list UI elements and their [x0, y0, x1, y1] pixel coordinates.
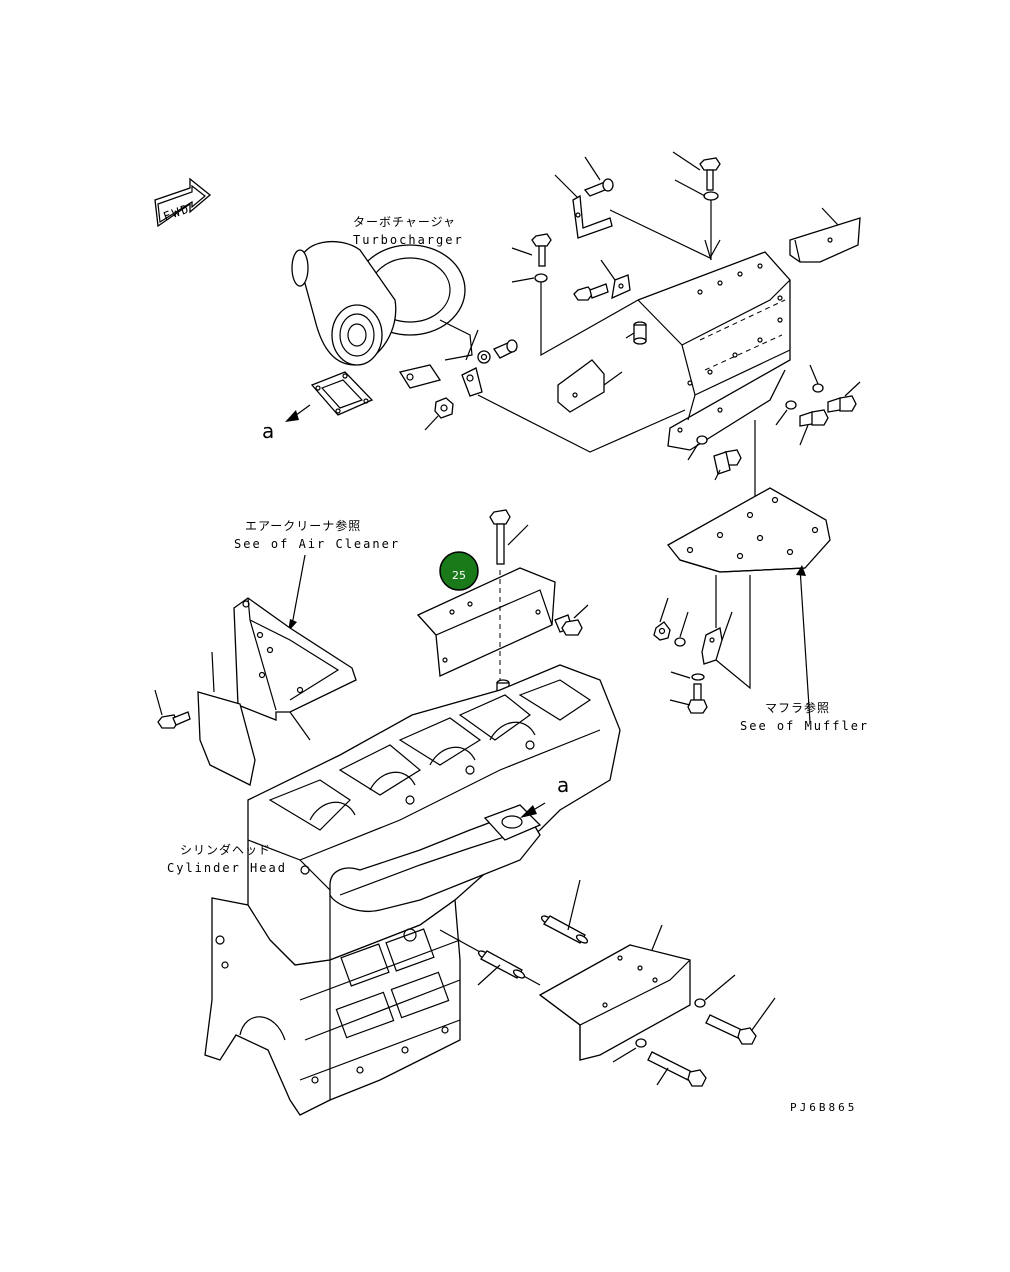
- bolt-part: [699, 157, 721, 201]
- mount-bracket: [611, 274, 631, 300]
- muffler-label-en: See of Muffler: [740, 719, 869, 733]
- fwd-arrow-icon: [154, 177, 212, 228]
- washer-part: [674, 637, 686, 647]
- bolt-part: [799, 409, 829, 427]
- bolt-part: [477, 339, 518, 364]
- washer-part: [534, 273, 548, 283]
- tube-part: [477, 950, 526, 979]
- small-bracket: [701, 627, 723, 665]
- turbocharger-drawing: [291, 240, 473, 389]
- cylinder-head-label-en: Cylinder Head: [167, 861, 287, 875]
- washer-part: [691, 673, 705, 681]
- bolt-part: [827, 395, 857, 413]
- cylinder-head-label-jp: シリンダヘッド: [180, 842, 271, 857]
- turbo-gasket: [310, 371, 374, 416]
- nut-part: [434, 397, 454, 419]
- air-cleaner-label-en: See of Air Cleaner: [234, 537, 400, 551]
- muffler-plate: [667, 487, 831, 573]
- drawing-code: PJ6B865: [790, 1101, 857, 1114]
- washer-part: [785, 400, 797, 410]
- bolt-part: [687, 683, 708, 714]
- arrow-head-icon: [796, 565, 806, 576]
- leader-line: [799, 567, 811, 723]
- lower-bracket-plate: [538, 944, 691, 1061]
- turbocharger-label-jp: ターボチャージャ: [353, 215, 456, 229]
- air-cleaner-gasket: [197, 691, 256, 786]
- bolt-part: [531, 233, 552, 267]
- bolt-part: [157, 711, 191, 729]
- washer-part: [696, 435, 708, 445]
- tube-part: [540, 915, 589, 944]
- callout-number: 25: [452, 569, 466, 582]
- bolt-part: [554, 614, 583, 636]
- side-bracket: [789, 217, 861, 263]
- spacer-part: [633, 321, 647, 345]
- arrow-head-icon: [520, 805, 537, 818]
- arrow-label-a-lower: a: [557, 773, 569, 797]
- top-bracket: [572, 194, 613, 239]
- bolt-part: [573, 283, 609, 301]
- upper-heat-shield: [637, 251, 791, 451]
- bolt-part: [583, 178, 614, 197]
- bolt-part: [705, 1014, 757, 1045]
- long-bolt: [489, 509, 511, 565]
- air-cleaner-label-jp: エアークリーナ参照: [245, 518, 361, 533]
- bolt-part: [647, 1051, 707, 1087]
- nut-part: [653, 621, 671, 641]
- washer-part: [694, 998, 706, 1008]
- muffler-label-jp: マフラ参照: [765, 700, 830, 715]
- callout-marker[interactable]: 25: [439, 551, 479, 591]
- bolt-part: [713, 449, 742, 475]
- turbo-bracket: [461, 367, 483, 397]
- engine-block: [204, 897, 461, 1116]
- lower-heat-shield: [416, 567, 556, 677]
- arrow-label-a-upper: a: [262, 419, 274, 443]
- washer-part: [635, 1038, 647, 1048]
- l-bracket: [557, 359, 605, 413]
- air-cleaner-bracket: [233, 597, 357, 721]
- washer-part: [812, 383, 824, 393]
- turbocharger-label-en: Turbocharger: [353, 233, 464, 247]
- arrow-head-icon: [285, 410, 299, 422]
